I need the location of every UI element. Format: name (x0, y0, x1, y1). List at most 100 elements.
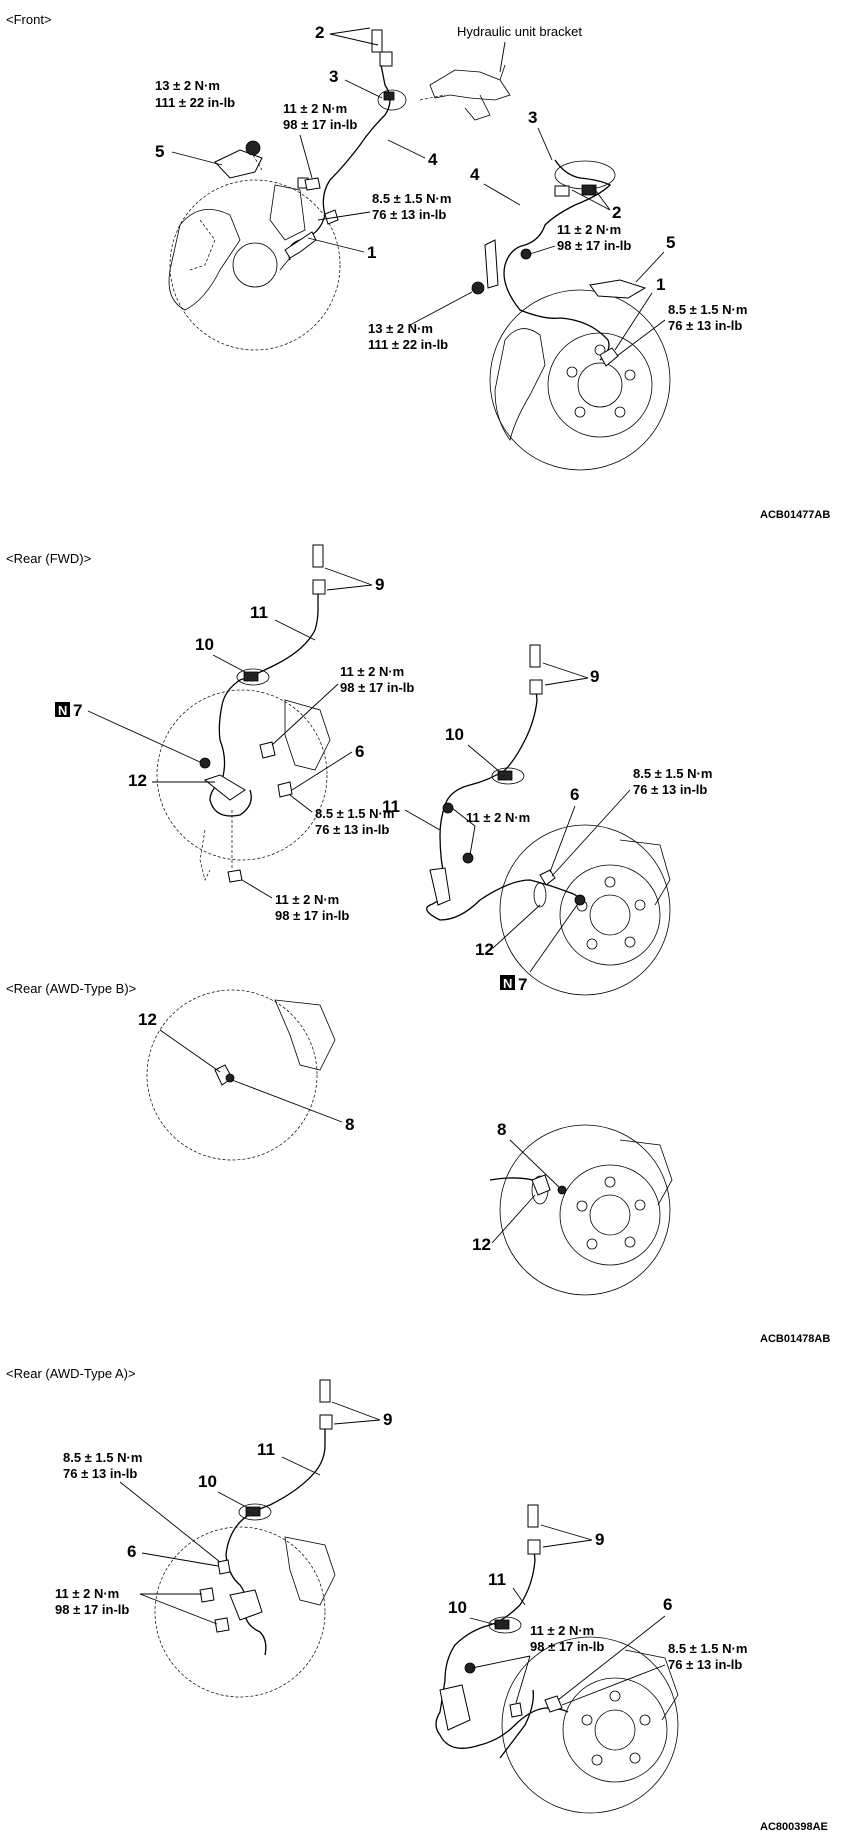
rear-awd-a-left-connector (319, 1379, 331, 1403)
front-left-wheel-illustration (168, 179, 341, 351)
front-left-sensor-harness (279, 29, 407, 271)
rear-fwd-right-nut-7 (574, 894, 586, 906)
n-marker-rear-fwd-right (500, 975, 515, 990)
torque-76inlb-rear-awd-a-right: 76 ± 13 in-lb (668, 1657, 742, 1672)
callout-8-rear-awd-b-left: 8 (345, 1115, 354, 1134)
hydraulic-unit-bracket-illustration (419, 64, 511, 121)
callout-6-rear-fwd-right: 6 (570, 785, 579, 804)
torque-8.5nm-front-left: 8.5 ± 1.5 N·m (372, 191, 451, 206)
rear-awd-a-right-harness (435, 1504, 569, 1759)
rear-awd-a-right-connector-plug (527, 1539, 541, 1555)
torque-8.5nm-rear-fwd-left: 8.5 ± 1.5 N·m (315, 806, 394, 821)
callout-10-rear-awd-a-right: 10 (448, 1598, 467, 1617)
callout-11-rear-awd-a-left: 11 (257, 1440, 275, 1459)
front-right-bracket-5 (589, 279, 647, 299)
callout-7-rear-fwd-right: 7 (518, 975, 527, 994)
section-title-rear-fwd: <Rear (FWD)> (6, 551, 91, 566)
callout-12-rear-fwd-right: 12 (475, 940, 494, 959)
rear-fwd-left-harness (199, 544, 326, 883)
torque-98inlb-rear-fwd-left-upper: 98 ± 17 in-lb (340, 680, 414, 695)
rear-awd-a-right-bolt (509, 1702, 523, 1718)
figure-ref-front: ACB01477AB (760, 509, 830, 521)
callout-9-rear-awd-a-right: 9 (595, 1530, 604, 1549)
torque-13nm-front-right: 13 ± 2 N·m (368, 321, 433, 336)
callout-12-rear-awd-b-left: 12 (138, 1010, 157, 1029)
rear-awd-a-left-grommet (245, 1506, 261, 1517)
section-title-rear-awd-a: <Rear (AWD-Type A)> (6, 1366, 136, 1381)
torque-11nm-rear-fwd-right: 11 ± 2 N·m (466, 810, 530, 825)
rear-fwd-right-clip-lower (462, 852, 474, 864)
n-marker-rear-fwd-left (55, 702, 70, 717)
callout-2-front-left: 2 (315, 23, 324, 42)
rear-fwd-right-grommet (497, 770, 513, 781)
torque-8.5nm-rear-fwd-right: 8.5 ± 1.5 N·m (633, 766, 712, 781)
front-right-bracket-clip (484, 239, 499, 289)
front-right-clip-bolt (520, 248, 532, 260)
callout-5-front-left: 5 (155, 142, 164, 161)
torque-76inlb-rear-awd-a-left: 76 ± 13 in-lb (63, 1466, 137, 1481)
torque-76inlb-rear-fwd-left: 76 ± 13 in-lb (315, 822, 389, 837)
rear-awd-b-left-wheel-illustration (146, 989, 336, 1161)
rear-awd-a-left-connector-plug (319, 1414, 333, 1430)
front-left-connector-plug (379, 51, 393, 67)
torque-98inlb-front-right: 98 ± 17 in-lb (557, 238, 631, 253)
n-marker-text-rear-fwd-left: N (58, 703, 67, 718)
torque-111inlb-front-left: 111 ± 22 in-lb (155, 95, 235, 110)
front-left-grommet (383, 91, 395, 101)
callout-12-rear-fwd-left: 12 (128, 771, 147, 790)
front-right-wheel-illustration (489, 289, 671, 471)
front-left-bracket-5 (214, 140, 263, 179)
rear-fwd-left-grommet (243, 671, 259, 682)
rear-fwd-right-harness (426, 644, 586, 921)
torque-76inlb-front-left: 76 ± 13 in-lb (372, 207, 446, 222)
torque-11nm-front-right: 11 ± 2 N·m (557, 222, 621, 237)
torque-98inlb-rear-awd-a-right: 98 ± 17 in-lb (530, 1639, 604, 1654)
callout-7-rear-fwd-left: 7 (73, 701, 82, 720)
rear-awd-a-left-bolt-upper (199, 1587, 215, 1603)
callout-4-front-left: 4 (428, 150, 438, 169)
figure-ref-rear-awd-a: AC800398AE (760, 1821, 828, 1833)
rear-awd-a-right-grommet (494, 1619, 510, 1630)
torque-76inlb-front-right: 76 ± 13 in-lb (668, 318, 742, 333)
callout-6-rear-fwd-left: 6 (355, 742, 364, 761)
rear-awd-a-left-sensor-6 (217, 1559, 231, 1575)
torque-11nm-rear-fwd-left-upper: 11 ± 2 N·m (340, 664, 404, 679)
front-right-connector (554, 185, 570, 197)
rear-awd-b-right-wheel-illustration (489, 1124, 673, 1296)
section-title-front: <Front> (6, 12, 52, 27)
callout-10-rear-fwd-right: 10 (445, 725, 464, 744)
rear-fwd-right-connector-plug (529, 679, 543, 695)
front-right-sensor-body (599, 347, 619, 367)
rear-awd-a-right-clip-upper (464, 1662, 476, 1674)
front-left-nut (245, 140, 261, 156)
figure-ref-rear-fwd-b: ACB01478AB (760, 1333, 830, 1345)
torque-11nm-rear-fwd-left-lower: 11 ± 2 N·m (275, 892, 339, 907)
callout-1-front-right: 1 (656, 275, 665, 294)
rear-fwd-left-nut (199, 757, 211, 769)
rear-fwd-left-connector (312, 544, 324, 568)
callout-1-front-left: 1 (367, 243, 376, 262)
torque-98inlb-rear-fwd-left-lower: 98 ± 17 in-lb (275, 908, 349, 923)
front-right-grommet (581, 184, 597, 196)
rear-fwd-left-sensor-6 (277, 781, 293, 798)
callout-10-rear-awd-a-left: 10 (198, 1472, 217, 1491)
rear-awd-a-left-harness (199, 1379, 333, 1656)
torque-8.5nm-rear-awd-a-left: 8.5 ± 1.5 N·m (63, 1450, 142, 1465)
torque-11nm-rear-awd-a-left: 11 ± 2 N·m (55, 1586, 119, 1601)
rear-awd-b-left-nut-8 (225, 1073, 235, 1083)
callout-5-front-right: 5 (666, 233, 675, 252)
rear-fwd-right-clip-upper (442, 802, 454, 814)
callout-9-rear-awd-a-left: 9 (383, 1410, 392, 1429)
front-left-connector (371, 29, 383, 53)
rear-fwd-right-bracket (429, 867, 451, 906)
callout-10-rear-fwd-left: 10 (195, 635, 214, 654)
rear-fwd-left-wheel-illustration (156, 689, 331, 882)
callout-11-rear-awd-a-right: 11 (488, 1570, 506, 1589)
callout-3-front-right: 3 (528, 108, 537, 127)
front-left-sensor-body (284, 231, 317, 259)
front-right-sensor-harness (471, 159, 619, 367)
rear-fwd-left-bolt-upper (259, 741, 276, 759)
torque-98inlb-rear-awd-a-left: 98 ± 17 in-lb (55, 1602, 129, 1617)
